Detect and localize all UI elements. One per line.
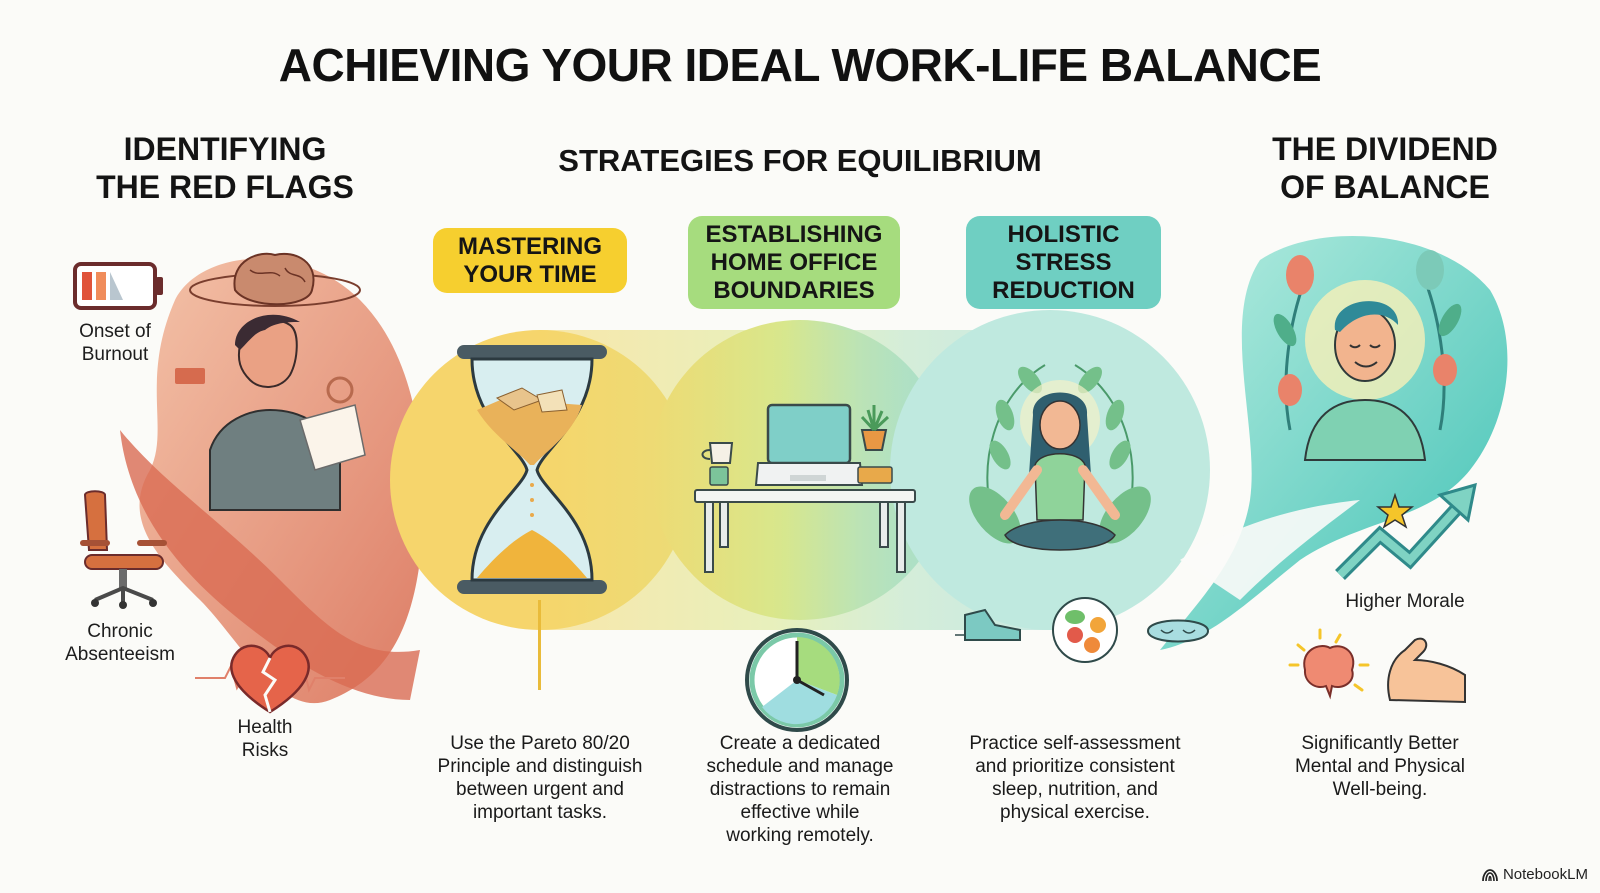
calm-person-icon xyxy=(1273,250,1462,461)
sneaker-icon xyxy=(955,608,1021,641)
strategy-description-office: Create a dedicated schedule and manage d… xyxy=(706,733,894,846)
label-higher-morale: Higher Morale xyxy=(1345,591,1465,612)
strategy-heading-office: ESTABLISHING HOME OFFICE BOUNDARIES xyxy=(688,216,900,309)
healthy-plate-icon xyxy=(1052,597,1118,663)
brand-name: NotebookLM xyxy=(1502,866,1588,883)
broken-heart-icon xyxy=(195,644,345,714)
strategy-heading-time: MASTERING YOUR TIME xyxy=(433,228,627,293)
desk-laptop-icon xyxy=(694,403,916,573)
brand-watermark: NotebookLM xyxy=(1482,866,1588,883)
label-onset-of-burnout: Onset of Burnout xyxy=(79,321,151,365)
label-chronic-absenteeism: Chronic Absenteeism xyxy=(65,621,175,665)
label-health-risks: Health Risks xyxy=(237,717,293,761)
low-battery-icon xyxy=(73,262,163,310)
brain-muscle-icon xyxy=(1288,628,1466,704)
office-chair-icon xyxy=(80,490,167,609)
meditation-icon xyxy=(969,364,1151,551)
dividend-title: THE DIVIDEND OF BALANCE xyxy=(1272,131,1498,205)
strategy-heading-stress: HOLISTIC STRESS REDUCTION xyxy=(966,216,1161,309)
strategy-description-stress: Practice self-assessment and prioritize … xyxy=(969,733,1181,823)
upward-arrow-star-icon xyxy=(1335,482,1477,580)
strategies-title: STRATEGIES FOR EQUILIBRIUM xyxy=(558,143,1042,178)
stressed-person-icon xyxy=(175,252,366,511)
dividend-description: Significantly Better Mental and Physical… xyxy=(1294,733,1466,800)
sleep-mask-icon xyxy=(1146,619,1210,643)
red-flags-title: IDENTIFYING THE RED FLAGS xyxy=(96,131,354,205)
clock-icon xyxy=(745,628,849,732)
connector-line xyxy=(538,600,541,690)
page-title: ACHIEVING YOUR IDEAL WORK-LIFE BALANCE xyxy=(278,39,1322,91)
notebooklm-logo-icon xyxy=(1482,868,1498,881)
strategy-description-time: Use the Pareto 80/20 Principle and disti… xyxy=(437,733,643,823)
hourglass-icon xyxy=(457,345,607,594)
